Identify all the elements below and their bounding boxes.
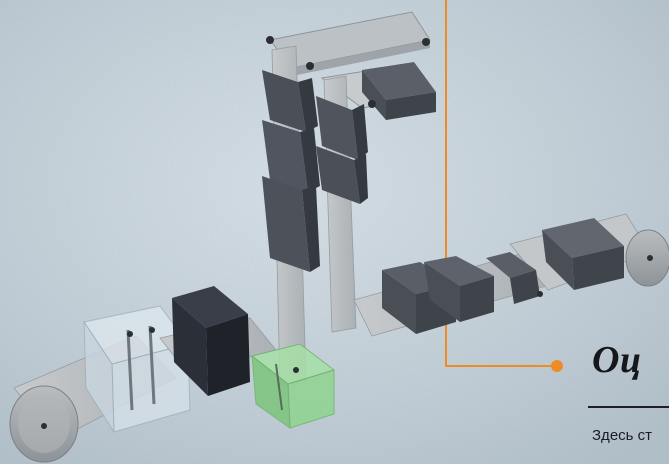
left-stack-module-3 — [262, 176, 320, 272]
right-output-roll — [626, 230, 669, 286]
section-heading: Оц — [592, 338, 642, 382]
callout-dot — [551, 360, 563, 372]
section-caption: Здесь ст — [592, 427, 652, 444]
heading-underline — [588, 406, 669, 408]
